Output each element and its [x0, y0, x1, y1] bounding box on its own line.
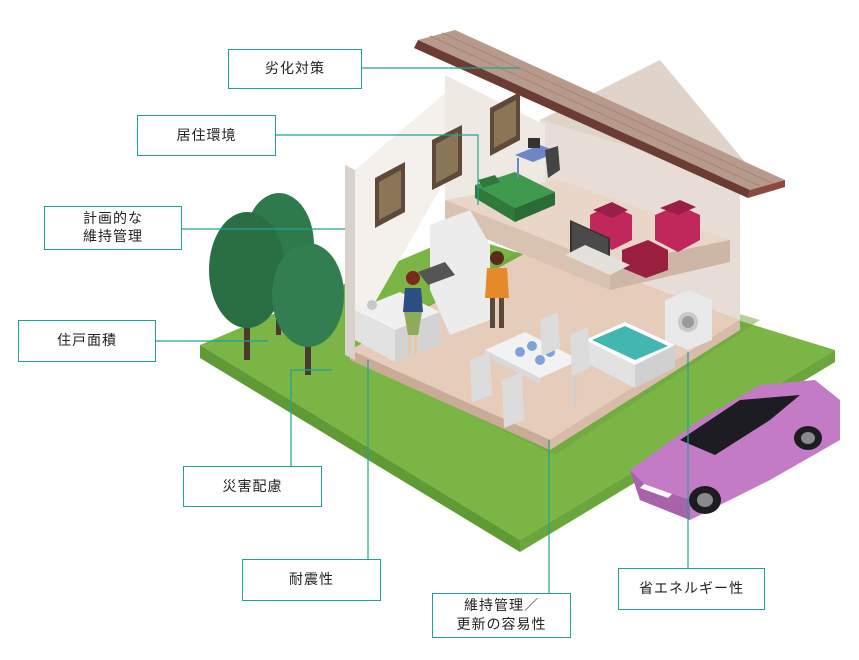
- sofa-icon: [565, 200, 700, 278]
- washer-icon: [665, 290, 712, 350]
- person-icon: [403, 271, 423, 355]
- desk-icon: [515, 138, 560, 178]
- dining-table: [470, 312, 590, 428]
- label-maintenance-update: 維持管理／ 更新の容易性: [432, 593, 571, 638]
- person-icon-2: [485, 251, 509, 328]
- tree-icon: [209, 193, 344, 375]
- label-planned-maintenance-line2: 維持管理: [83, 229, 143, 245]
- leader-lines: [156, 67, 689, 593]
- bathtub-icon: [585, 322, 675, 388]
- label-living-environment: 居住環境: [137, 115, 276, 156]
- label-planned-maintenance-line1: 計画的な: [83, 211, 143, 227]
- label-disaster: 災害配慮: [183, 466, 322, 507]
- label-floor-area: 住戸面積: [18, 320, 156, 362]
- bed-icon: [475, 172, 555, 222]
- label-maintenance-update-line2: 更新の容易性: [456, 616, 547, 633]
- label-deterioration: 劣化対策: [228, 49, 362, 89]
- label-planned-maintenance: 計画的な 維持管理: [44, 206, 182, 250]
- label-seismic: 耐震性: [242, 559, 381, 601]
- car-icon: [630, 380, 840, 520]
- windows: [375, 92, 520, 228]
- label-energy-saving: 省エネルギー性: [618, 568, 765, 610]
- label-maintenance-update-line1: 維持管理／: [464, 597, 539, 614]
- roof: [414, 30, 785, 198]
